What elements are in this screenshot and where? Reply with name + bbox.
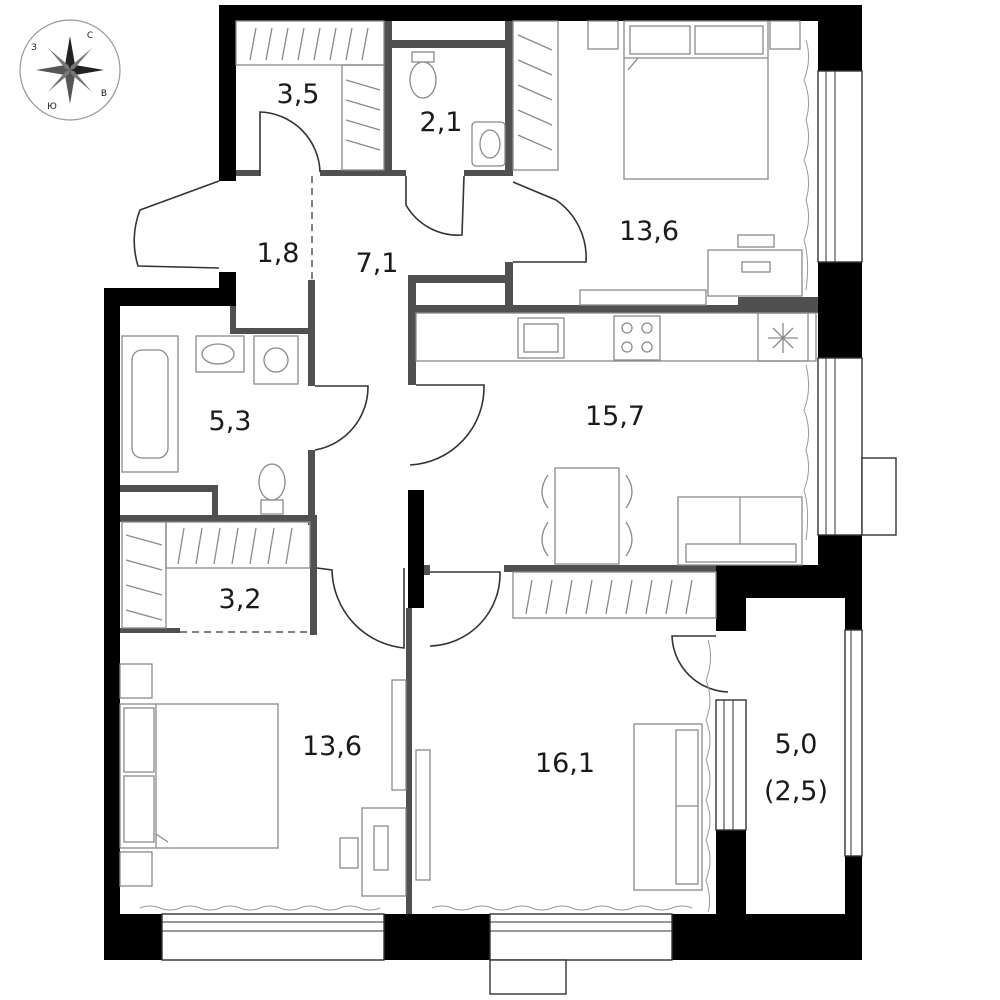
- toilet-bath-icon: [258, 463, 286, 515]
- washing-machine-icon: [253, 335, 299, 385]
- room-area-bathroom: 5,3: [209, 406, 252, 437]
- room-area-wardrobe-left: 3,2: [219, 584, 262, 615]
- area-labels: 3,5 2,1 13,6 1,8 7,1 5,3 15,7 3,2 13,6 1…: [209, 79, 828, 807]
- sink-icon: [471, 121, 506, 167]
- fixtures: [119, 20, 817, 913]
- doors: [133, 111, 729, 693]
- compass-west-letter: З: [31, 43, 37, 53]
- room-area-bedroom-bottom: 13,6: [302, 731, 362, 762]
- compass-icon: С В Ю З: [19, 19, 121, 121]
- washbasin-icon: [195, 335, 245, 373]
- room-area-toilet: 2,1: [420, 107, 463, 138]
- room-area-hall: 7,1: [356, 248, 399, 279]
- room-area-wardrobe-top: 3,5: [277, 79, 320, 110]
- desk-icon: [707, 234, 803, 297]
- room-area-entry: 1,8: [257, 238, 300, 269]
- room-area-balcony: 5,0: [775, 729, 818, 760]
- toilet-icon: [409, 51, 437, 99]
- stove-icon: [613, 315, 661, 361]
- bathtub-icon: [121, 335, 179, 473]
- fridge-icon: [757, 312, 809, 362]
- outer-walls: [104, 5, 862, 960]
- compass-north-letter: С: [87, 31, 93, 41]
- windows: [161, 70, 897, 995]
- room-area-living: 16,1: [535, 748, 595, 779]
- compass-south-letter: Ю: [47, 102, 57, 112]
- dining-table-icon: [541, 467, 633, 565]
- room-area-bedroom-top: 13,6: [619, 216, 679, 247]
- kitchen-sink-icon: [517, 317, 565, 359]
- sofa-living-icon: [633, 723, 703, 891]
- sofa-kitchen-icon: [677, 496, 803, 566]
- room-area-kitchen: 15,7: [585, 401, 645, 432]
- compass-east-letter: В: [101, 89, 107, 99]
- double-bed-icon: [587, 20, 801, 180]
- dashed-partitions: [180, 176, 313, 633]
- double-bed-bottom-icon: [119, 663, 279, 887]
- interior-walls: [120, 21, 818, 914]
- room-subarea-balcony: (2,5): [764, 776, 828, 807]
- desk-bottom-icon: [339, 807, 407, 897]
